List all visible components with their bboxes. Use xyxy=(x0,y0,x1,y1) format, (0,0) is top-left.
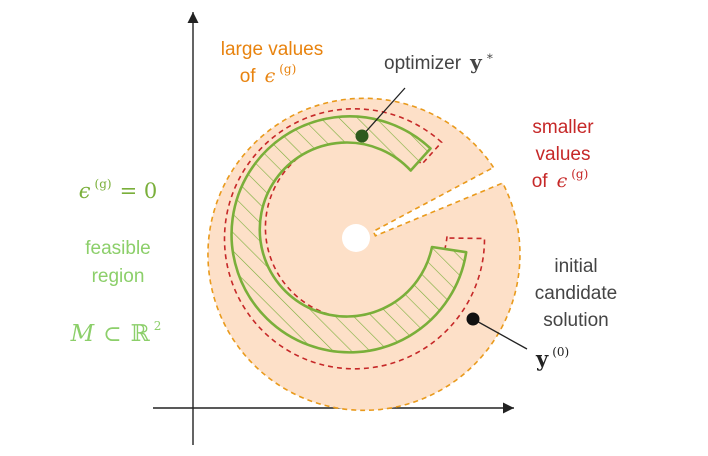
solution-label: solution xyxy=(543,310,609,331)
region-label: region xyxy=(92,266,145,287)
optimizer-point xyxy=(355,129,369,143)
large-values-label: large values xyxy=(221,39,323,60)
large-values-of-eps: of ϵ (g) xyxy=(240,62,297,87)
feasible-label: feasible xyxy=(85,238,151,259)
optimizer-label: optimizer y ∗ xyxy=(384,49,494,74)
feasible-region xyxy=(230,115,468,354)
optimizer-leader xyxy=(361,87,406,137)
smaller-values-contour xyxy=(223,108,486,370)
candidate-label: candidate xyxy=(535,283,617,304)
center-hole xyxy=(342,224,370,252)
values-label: values xyxy=(536,144,591,165)
smaller-label: smaller xyxy=(532,117,594,138)
y0-label: y (0) xyxy=(535,345,569,371)
initial-solution-leader xyxy=(472,318,528,350)
smaller-of-eps: of ϵ (g) xyxy=(532,167,589,192)
initial-label: initial xyxy=(554,256,597,277)
manifold-label: M ⊂ ℝ 2 xyxy=(70,319,162,347)
initial-solution-point xyxy=(466,312,480,326)
eps-zero-label: ϵ (g) = 0 xyxy=(79,175,157,203)
